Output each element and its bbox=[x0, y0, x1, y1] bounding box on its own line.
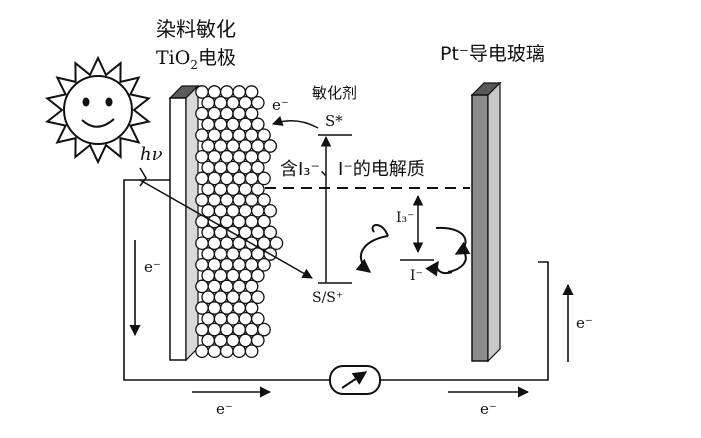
electron-label-bottom-left: e⁻ bbox=[216, 400, 233, 418]
sensitizer-label: 敏化剂 bbox=[312, 84, 357, 102]
tio2-electrode-plate bbox=[168, 84, 200, 362]
electron-label-top: e⁻ bbox=[272, 96, 289, 114]
electrolyte-label: 含I₃⁻、I⁻的电解质 bbox=[280, 159, 425, 180]
electron-label-left: e⁻ bbox=[144, 258, 161, 276]
iminus-label: I⁻ bbox=[410, 268, 423, 284]
tio2-particle-layer bbox=[195, 85, 284, 359]
energy-levels bbox=[318, 134, 434, 284]
anode-title-line2: TiO2电极 bbox=[156, 47, 236, 72]
external-circuit bbox=[123, 179, 549, 381]
excited-state-label: S* bbox=[325, 112, 343, 130]
light-ray bbox=[139, 167, 313, 279]
sun-icon bbox=[45, 55, 151, 165]
pt-electrode bbox=[470, 81, 502, 363]
ammeter-icon bbox=[329, 365, 381, 395]
electron-label-bottom-right: e⁻ bbox=[480, 400, 497, 418]
ground-state-label: S/S⁺ bbox=[312, 290, 343, 306]
i3-label: I₃⁻ bbox=[396, 210, 415, 226]
redox-cycle-arrows bbox=[355, 224, 471, 277]
electron-label-right: e⁻ bbox=[576, 314, 593, 332]
injection-arrow bbox=[272, 115, 319, 129]
cathode-title: Pt⁻导电玻璃 bbox=[440, 43, 545, 65]
anode-title-line1: 染料敏化 bbox=[156, 17, 236, 41]
hv-label: hν bbox=[140, 144, 163, 165]
